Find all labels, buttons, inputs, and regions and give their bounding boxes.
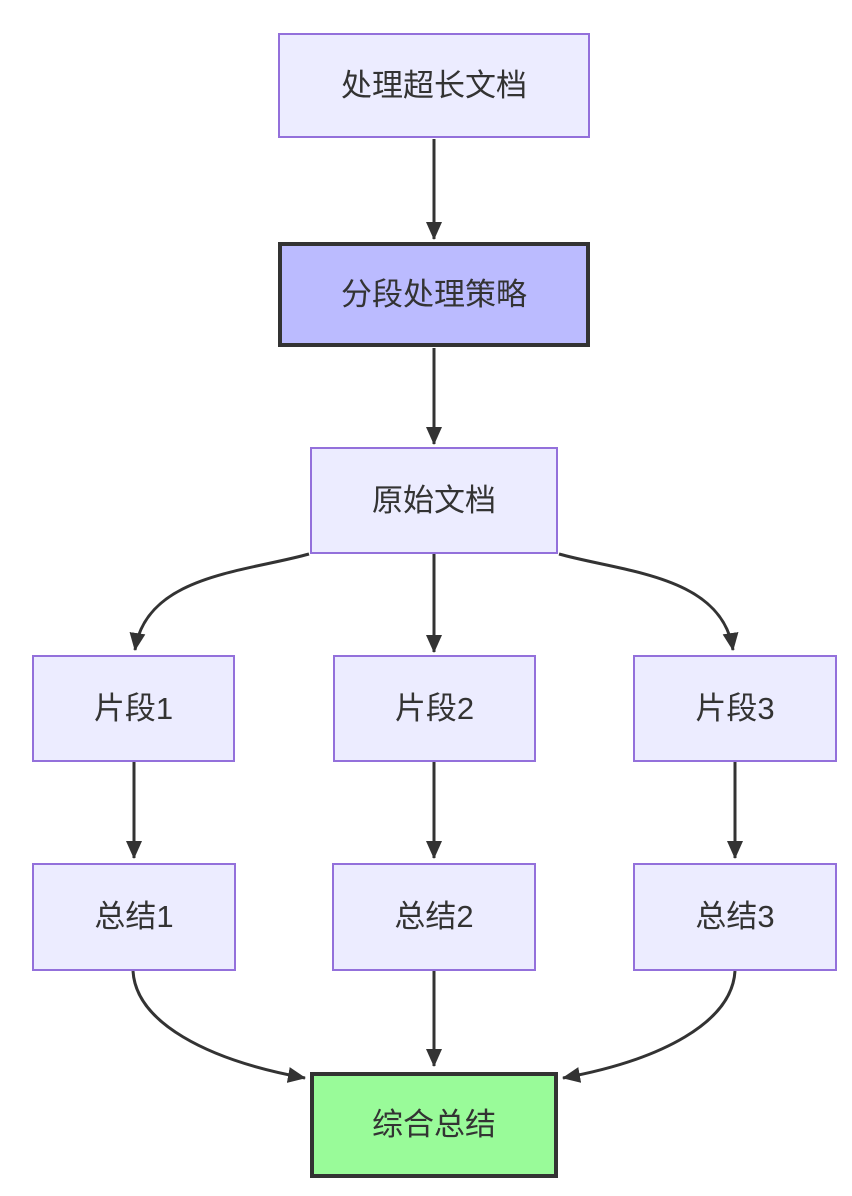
node-label: 总结1 (94, 899, 174, 935)
node-chunk-2: 片段2 (333, 655, 536, 762)
node-summary-1: 总结1 (32, 863, 236, 971)
node-final-summary: 综合总结 (310, 1072, 558, 1178)
node-label: 处理超长文档 (341, 67, 527, 103)
node-label: 总结3 (695, 899, 775, 935)
node-summary-3: 总结3 (633, 863, 837, 971)
node-label: 片段3 (695, 690, 775, 726)
node-label: 总结2 (394, 899, 474, 935)
edge-G-J (131, 970, 306, 1083)
node-label: 原始文档 (372, 482, 496, 518)
node-segmentation-strategy: 分段处理策略 (278, 242, 590, 347)
node-process-long-document: 处理超长文档 (278, 33, 590, 138)
node-summary-2: 总结2 (332, 863, 536, 971)
node-chunk-1: 片段1 (32, 655, 235, 762)
node-original-document: 原始文档 (310, 447, 558, 554)
edge-I-J (562, 970, 737, 1083)
node-chunk-3: 片段3 (633, 655, 837, 762)
node-label: 片段1 (93, 690, 174, 726)
edge-C-F (558, 552, 739, 651)
node-label: 综合总结 (372, 1107, 496, 1143)
node-label: 分段处理策略 (341, 276, 527, 312)
node-label: 片段2 (394, 690, 475, 726)
edge-C-D (129, 552, 310, 651)
